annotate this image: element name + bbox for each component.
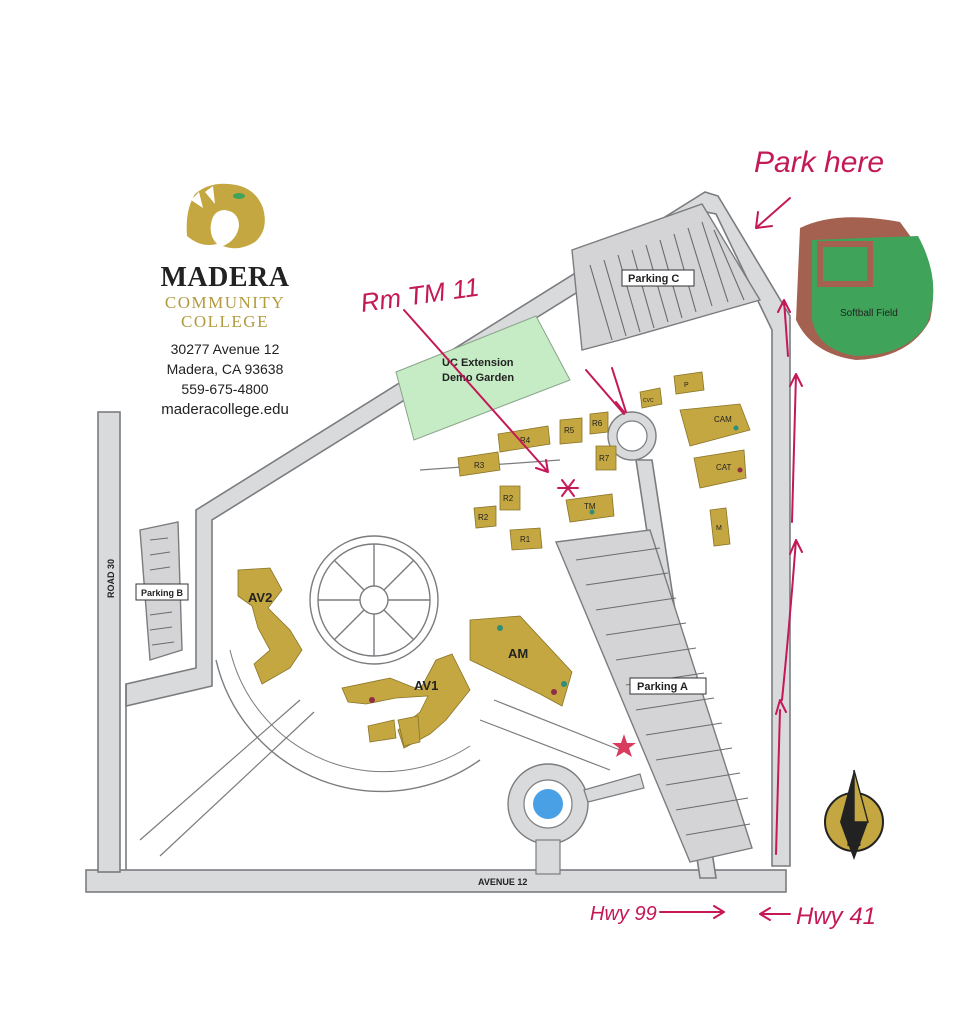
park-here-arrow [755, 197, 791, 229]
building-tm-label: TM [584, 502, 596, 511]
building-r5 [559, 417, 583, 445]
garden-label-1: UC Extension [442, 357, 514, 369]
building-av2-label: AV2 [248, 590, 272, 605]
building-cvc-label: CVC [643, 398, 654, 404]
avenue-12-label: AVENUE 12 [478, 877, 527, 887]
building-am [469, 615, 573, 707]
road-30-label: ROAD 30 [106, 559, 116, 598]
building-av1-west [367, 719, 397, 743]
softball-label: Softball Field [840, 308, 898, 319]
building-cat-label: CAT [716, 463, 732, 472]
parking-c-label: Parking C [628, 273, 679, 285]
website-link[interactable]: maderacollege.edu [161, 401, 289, 418]
street-address: 30277 Avenue 12 [170, 341, 280, 357]
tm-asterisk [557, 479, 579, 497]
buildings [237, 371, 751, 749]
handwritten-rm-tm: Rm TM 11 [359, 272, 481, 318]
building-r2a-label: R2 [503, 494, 514, 503]
building-m-label: M [716, 525, 722, 532]
perimeter-road [125, 191, 791, 867]
demo-garden [395, 315, 571, 441]
building-p-label: P [684, 382, 689, 389]
building-m [709, 507, 731, 547]
handwritten-hwy99: Hwy 99 [590, 903, 657, 925]
building-cvc [639, 387, 663, 409]
handwritten-annotations [403, 197, 803, 921]
compass-n-label: N [846, 826, 862, 851]
road-30-road [97, 411, 121, 873]
building-p [673, 371, 705, 395]
parking-a-label: Parking A [637, 681, 688, 693]
parking-b-label: Parking B [141, 588, 184, 598]
handwritten-park-here: Park here [754, 146, 884, 179]
college-name: MADERA [160, 262, 290, 293]
building-r1-label: R1 [520, 535, 531, 544]
entrance-scribble [585, 367, 627, 415]
building-r5-label: R5 [564, 426, 575, 435]
building-r7 [595, 445, 617, 471]
building-av1-small [397, 715, 421, 747]
parking-a-lot [554, 529, 753, 863]
building-r4-label: R4 [520, 436, 531, 445]
college-name-college: COLLEGE [181, 312, 269, 331]
inner-walkway-arc [229, 649, 471, 773]
building-r6-label: R6 [592, 419, 603, 428]
building-r1 [509, 527, 543, 551]
college-logo-icon [186, 183, 265, 249]
softball-field [796, 217, 934, 360]
entrance-star [612, 734, 636, 757]
building-cam [679, 403, 751, 447]
parking-b-lot [135, 521, 189, 661]
facility-markers [369, 425, 743, 703]
phone-number: 559-675-4800 [181, 381, 269, 397]
handwritten-hwy41: Hwy 41 [796, 903, 876, 930]
building-r4 [497, 425, 551, 453]
building-r3-label: R3 [474, 461, 485, 470]
avenue-12-road [85, 869, 787, 893]
college-branding: MADERA COMMUNITY COLLEGE 30277 Avenue 12… [140, 180, 310, 418]
circular-plaza [309, 535, 439, 665]
building-cam-label: CAM [714, 415, 732, 424]
building-r3 [457, 451, 501, 477]
north-compass [824, 769, 884, 860]
college-name-community: COMMUNITY [164, 293, 286, 312]
parking-c-lot [571, 203, 762, 351]
building-r2a [499, 485, 521, 511]
building-r2b [473, 505, 497, 529]
tm-pointer-arrow [403, 309, 549, 473]
building-av2 [237, 567, 303, 685]
route-arrows [775, 299, 803, 855]
pond [533, 789, 563, 819]
building-r2b-label: R2 [478, 513, 489, 522]
garden-label-2: Demo Garden [442, 372, 514, 384]
city-address: Madera, CA 93638 [166, 361, 284, 377]
north-roundabout [607, 411, 657, 461]
building-am-label: AM [508, 646, 528, 661]
building-r6 [589, 411, 609, 435]
hwy41-arrow [759, 907, 791, 921]
building-r7-label: R7 [599, 454, 610, 463]
building-av1-label: AV1 [414, 678, 438, 693]
hwy99-arrow [659, 905, 725, 919]
campus-walkway-arc [215, 659, 481, 793]
building-tm [565, 493, 615, 523]
building-cat [693, 449, 747, 489]
roundabout [507, 763, 645, 875]
